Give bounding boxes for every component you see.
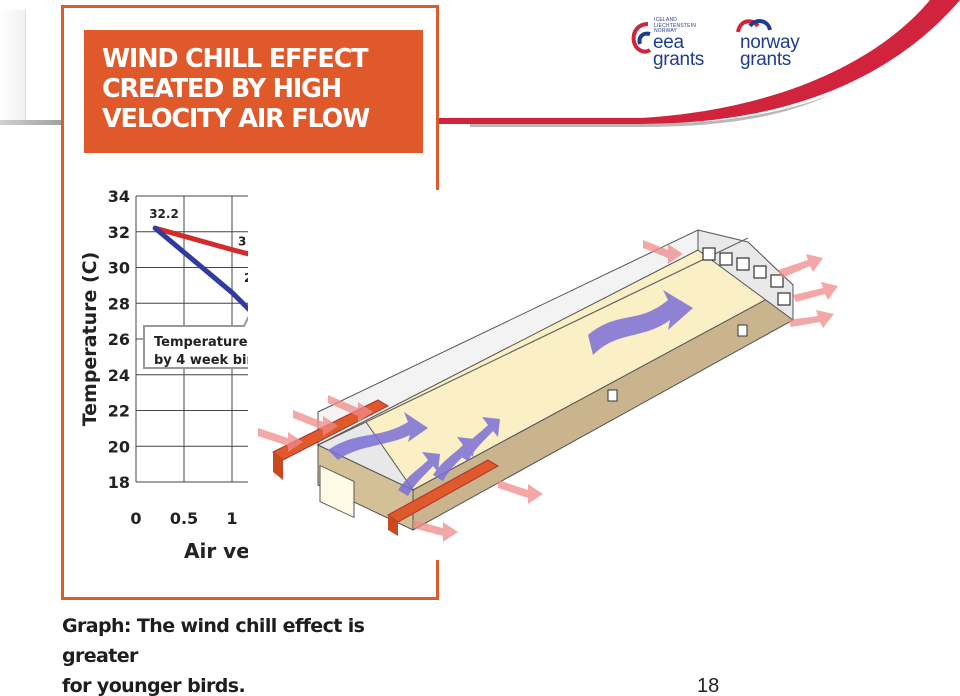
norway-logo-line2: grants	[740, 49, 792, 70]
x-tick-label: 0.5	[170, 509, 198, 528]
norway-logo-mark	[736, 19, 772, 33]
y-tick-label: 30	[108, 259, 130, 278]
figure-banner-title: WIND CHILL EFFECT CREATED BY HIGH VELOCI…	[102, 44, 422, 134]
caption-line-1: Graph: The wind chill effect is greater	[62, 615, 365, 667]
y-tick-label: 32	[108, 223, 130, 242]
norway-logo-wordmark: norway grants	[740, 32, 800, 70]
y-tick-label: 34	[108, 187, 130, 206]
annotation-text: Temperature fe	[154, 335, 267, 350]
series-line	[152, 225, 264, 324]
poultry-house-illustration	[248, 190, 848, 560]
figure-banner: WIND CHILL EFFECT CREATED BY HIGH VELOCI…	[84, 30, 423, 153]
caption-line-2: for younger birds.	[62, 675, 246, 696]
banner-line-2: CREATED BY HIGH	[102, 74, 342, 104]
y-tick-label: 20	[108, 437, 130, 456]
norway-grants-logo: norway grants	[732, 16, 822, 72]
banner-line-1: WIND CHILL EFFECT	[102, 44, 369, 74]
data-label: 3	[238, 235, 246, 249]
y-tick-label: 18	[108, 473, 130, 492]
x-tick-label: 1	[226, 509, 237, 528]
x-axis-label: Air vel	[184, 539, 257, 563]
wall-vents	[607, 324, 748, 402]
background-panel-fragment	[0, 10, 26, 120]
y-axis-label: Temperature (C)	[79, 252, 101, 427]
air-flow-arrows	[328, 290, 693, 496]
slide-page-number: 18	[697, 675, 720, 696]
y-tick-label: 28	[108, 294, 130, 313]
gable-door	[319, 464, 355, 519]
banner-line-3: VELOCITY AIR FLOW	[102, 104, 370, 134]
eea-logo-small-text: ICELAND LIECHTENSTEIN NORWAY	[654, 17, 697, 34]
annotation-text: by 4 week bird	[154, 353, 262, 368]
y-tick-label: 22	[108, 402, 130, 421]
inlet-box-right	[387, 459, 499, 523]
eea-logo-mark	[631, 22, 652, 54]
header-swoosh	[300, 0, 960, 127]
eea-logo-line2: grants	[653, 49, 705, 70]
temperature-chart: 34 32 30 28 26 24 22 20 180 0.5 1 Temperature (C) Ai…	[79, 187, 436, 563]
eea-logo-wordmark: eea grants	[653, 32, 705, 70]
y-tick-label: 24	[108, 366, 130, 385]
eea-grants-logo: ICELAND LIECHTENSTEIN NORWAY eea grants	[630, 16, 730, 72]
header-rule	[0, 120, 62, 125]
fresh-air-arrows	[258, 240, 838, 542]
data-label: 32.2	[149, 207, 179, 221]
norway-logo-line1: norway	[740, 32, 800, 53]
eea-logo-line1: eea	[653, 32, 684, 53]
x-tick-label: 0	[130, 509, 141, 528]
exhaust-fans	[702, 247, 791, 306]
figure-caption: Graph: The wind chill effect is greater …	[62, 611, 442, 696]
y-tick-label: 26	[108, 330, 130, 349]
